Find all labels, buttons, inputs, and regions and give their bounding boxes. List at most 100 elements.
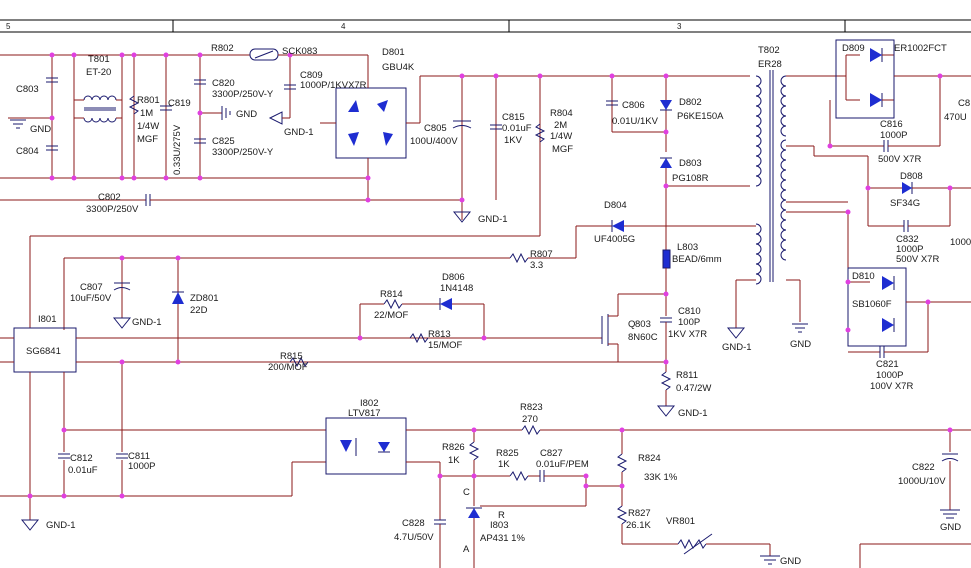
label-c825-value: 3300P/250V-Y <box>212 147 274 158</box>
label-c815-volt: 1KV <box>504 135 523 146</box>
label-i803-part: AP431 1% <box>480 533 525 544</box>
label-r804-value: 2M <box>554 120 567 131</box>
label-i801-part: SG6841 <box>26 346 61 357</box>
label-c827: C827 <box>540 448 563 459</box>
label-d804: D804 <box>604 200 627 211</box>
label-d808-part: SF34G <box>890 198 920 209</box>
border-zone-strip: 5 4 3 <box>0 19 971 33</box>
label-t801-type: ET-20 <box>86 67 111 78</box>
label-i803: I803 <box>490 520 509 531</box>
label-gnd-bottom: GND <box>780 556 801 567</box>
label-d802: D802 <box>679 97 702 108</box>
label-i801: I801 <box>38 314 57 325</box>
input-filter <box>0 48 462 206</box>
label-c815-value: 0.01uF <box>502 123 532 134</box>
label-c822: C822 <box>912 462 935 473</box>
label-d810-part: SB1060F <box>852 299 892 310</box>
label-t801: T801 <box>88 54 110 65</box>
label-d808: D808 <box>900 171 923 182</box>
label-q803-part: 8N60C <box>628 332 658 343</box>
secondary-rectifiers <box>786 39 971 358</box>
label-d809: D809 <box>842 43 865 54</box>
label-c832: C832 <box>896 234 919 245</box>
label-r826-value: 1K <box>448 455 460 466</box>
label-c825: C825 <box>212 136 235 147</box>
label-c821-volt: 100V X7R <box>870 381 913 392</box>
label-1000-partial: 1000 <box>950 237 971 248</box>
gate-drive <box>289 298 485 368</box>
label-q803-b: 803 <box>635 319 651 330</box>
component-labels: T801 ET-20 C803 C804 GND R801 1M 1/4W MG… <box>16 43 971 567</box>
label-gnd-transformer: GND <box>790 339 811 350</box>
label-gnd-left: GND <box>30 124 51 135</box>
label-r827-value: 26.1K <box>626 520 651 531</box>
label-pin-c: C <box>463 487 470 498</box>
label-c832-value: 1000P <box>896 244 923 255</box>
label-zd801: ZD801 <box>190 293 219 304</box>
label-c806: C806 <box>622 100 645 111</box>
label-r825: R825 <box>496 448 519 459</box>
label-c805: C805 <box>424 123 447 134</box>
label-c812: C812 <box>70 453 93 464</box>
label-d804-part: UF4005G <box>594 234 635 245</box>
label-c806-value: 0.01U/1KV <box>612 116 659 127</box>
label-c8-value: 470U <box>944 112 967 123</box>
label-r811: R811 <box>676 370 698 381</box>
label-l803: L803 <box>677 242 698 253</box>
label-c816-value: 1000P <box>880 130 907 141</box>
label-c821: C821 <box>876 359 899 370</box>
label-c820-value: 3300P/250V-Y <box>212 89 274 100</box>
label-d803-part: PG108R <box>672 173 709 184</box>
bulk-capacitors <box>452 76 546 236</box>
label-pin-a: A <box>463 544 470 555</box>
label-c809-value: 1000P/1KVX7R <box>300 80 367 91</box>
label-r813-value: 15/MOF <box>428 340 463 351</box>
label-d806: D806 <box>442 272 465 283</box>
label-c807-value: 10uF/50V <box>70 293 112 304</box>
label-r801-value: 1M <box>140 108 153 119</box>
label-c812-value: 0.01uF <box>68 465 98 476</box>
label-c819-value: 0.33U/275V <box>172 124 183 175</box>
label-i802-part: LTV817 <box>348 408 381 419</box>
pwm-controller-i801 <box>0 327 666 531</box>
label-r801-type: MGF <box>137 134 158 145</box>
label-r802: R802 <box>211 43 234 54</box>
label-d801: D801 <box>382 47 405 58</box>
label-c803: C803 <box>16 84 39 95</box>
label-c8: C8 <box>958 98 970 109</box>
label-vr801: VR801 <box>666 516 695 527</box>
label-i802: I802 <box>360 398 379 409</box>
label-c819: C819 <box>168 98 191 109</box>
label-c810-volt: 1KV X7R <box>668 329 707 340</box>
label-r807-value: 3.3 <box>530 260 543 271</box>
label-c805-value: 100U/400V <box>410 136 458 147</box>
label-d803: D803 <box>679 158 702 169</box>
label-c802-value: 3300P/250V <box>86 204 139 215</box>
label-r826: R826 <box>442 442 465 453</box>
label-c804: C804 <box>16 146 39 157</box>
zone-label-3: 3 <box>677 22 682 31</box>
label-d810: D810 <box>852 271 875 282</box>
label-r801: R801 <box>137 95 160 106</box>
label-zd801-part: 22D <box>190 305 208 316</box>
label-r814: R814 <box>380 289 403 300</box>
label-r824: R824 <box>638 453 661 464</box>
label-l803-part: BEAD/6mm <box>672 254 722 265</box>
label-r825-value: 1K <box>498 459 510 470</box>
label-r804-power: 1/4W <box>550 131 572 142</box>
label-r813: R813 <box>428 329 451 340</box>
label-c810-value: 100P <box>678 317 700 328</box>
label-q803-a: Q <box>628 319 635 330</box>
label-r823: R823 <box>520 402 543 413</box>
zone-label-5: 5 <box>6 22 11 31</box>
label-c828-value: 4.7U/50V <box>394 532 434 543</box>
label-c807: C807 <box>80 282 103 293</box>
label-c821-value: 1000P <box>876 370 903 381</box>
label-r823-value: 270 <box>522 414 538 425</box>
junction-dots <box>27 52 953 499</box>
label-r811-value: 0.47/2W <box>676 383 711 394</box>
label-r801-power: 1/4W <box>137 121 159 132</box>
label-pin-r: R <box>498 510 505 521</box>
aux-winding-feed <box>29 220 750 328</box>
